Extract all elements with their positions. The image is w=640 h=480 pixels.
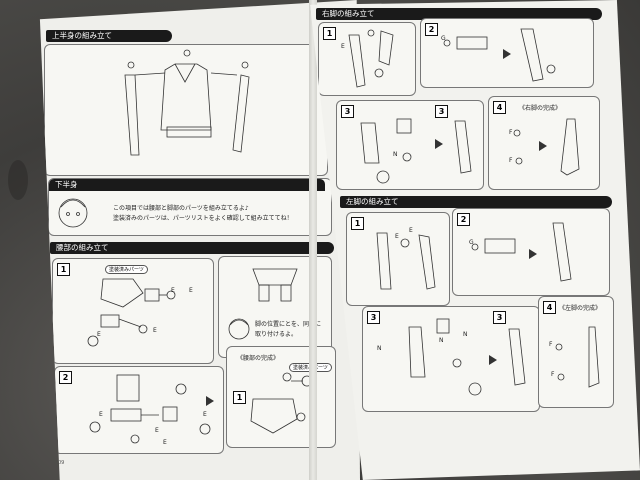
- right-leg-step-1-illustration: [348, 29, 394, 88]
- part-label: E: [409, 227, 413, 234]
- lower-body-note-line-1: この項目では腰部と脚部のパーツを組み立てるよ♪: [113, 205, 249, 212]
- part-label: N: [393, 151, 398, 158]
- part-label: F: [509, 157, 513, 164]
- right-leg-step-2-panel: 2 G: [420, 18, 594, 88]
- part-label: E: [163, 439, 167, 446]
- part-label: E: [155, 427, 159, 434]
- step-number: 3: [493, 311, 506, 324]
- step-number: 1: [57, 263, 70, 276]
- waist-step-1-illustration: [87, 278, 176, 347]
- right-leg-step-4-panel: 4 《右脚の完成》 F F: [488, 96, 600, 190]
- section-header-right-leg: 右脚の組み立て: [316, 8, 602, 20]
- part-label: E: [171, 287, 175, 294]
- waist-complete-panel: 《腰部の完成》 塗装済みパーツ 1: [226, 346, 336, 448]
- step-number: 3: [367, 311, 380, 324]
- waist-tip-line-1: 脚の位置にとを、同時に: [255, 321, 322, 328]
- waist-step-2-panel: 2 E E E E: [54, 366, 224, 454]
- part-label: N: [463, 331, 468, 338]
- arrow-icon: [435, 139, 443, 149]
- part-label: F: [549, 341, 553, 348]
- step-number: 1: [351, 217, 364, 230]
- painted-parts-tag: 塗装済みパーツ: [105, 265, 148, 274]
- section-header-left-leg: 左脚の組み立て: [340, 196, 612, 208]
- left-leg-step-2-panel: 2 G: [452, 208, 610, 296]
- step-number: 1: [233, 391, 246, 404]
- section-header-lower-body: 下半身: [49, 179, 325, 191]
- character-face-icon: [58, 198, 88, 228]
- step-number: 3: [341, 105, 354, 118]
- step-number: 2: [59, 371, 72, 384]
- step-number: 3: [435, 105, 448, 118]
- paint-spot: [8, 160, 28, 200]
- waist-complete-title: 《腰部の完成》: [237, 355, 280, 362]
- waist-tip-line-2: 取り付けるよ。: [255, 331, 298, 338]
- part-label: E: [189, 287, 193, 294]
- right-leg-step-3-panel: 3 3 N: [336, 100, 484, 190]
- arrow-icon: [539, 141, 547, 151]
- part-label: E: [153, 327, 157, 334]
- part-label: E: [341, 43, 345, 50]
- waist-step-1-panel: 1 塗装済みパーツ E E E E: [52, 258, 214, 364]
- waist-step-2-illustration: [89, 374, 211, 444]
- right-page: 右脚の組み立て 1 E 2 G 3 3 N: [310, 0, 640, 480]
- character-face-icon: [228, 318, 250, 340]
- part-label: N: [377, 345, 382, 352]
- section-header-upper-body: 上半身の組み立て: [46, 30, 172, 42]
- left-leg-step-1-panel: 1 E E: [346, 212, 450, 306]
- left-page: 上半身の組み立て 下半身 この項目では腰部と脚部のパーツを組み立てるよ♪ 塗装済…: [39, 0, 360, 480]
- page-number: 09: [58, 460, 65, 466]
- part-label: E: [99, 411, 103, 418]
- part-label: E: [203, 411, 207, 418]
- step-number: 4: [543, 301, 556, 314]
- part-label: E: [395, 233, 399, 240]
- part-label: E: [97, 331, 101, 338]
- left-leg-step-3-illustration: [408, 318, 526, 396]
- right-leg-step-4-illustration: [513, 118, 580, 176]
- left-leg-step-4-illustration: [555, 326, 600, 388]
- lower-body-note-panel: 下半身 この項目では腰部と脚部のパーツを組み立てるよ♪ 塗装済みのパーツは、パー…: [48, 178, 332, 236]
- arrow-icon: [529, 249, 537, 259]
- left-leg-step-4-panel: 4 《左脚の完成》 F F: [538, 296, 614, 408]
- part-label: N: [439, 337, 444, 344]
- step-number: 1: [323, 27, 336, 40]
- arrow-icon: [503, 49, 511, 59]
- waist-complete-illustration: [250, 372, 313, 434]
- left-leg-complete-title: 《左脚の完成》: [559, 305, 602, 312]
- arrow-icon: [206, 396, 214, 406]
- right-leg-step-2-illustration: [443, 28, 556, 82]
- upper-body-panel: [44, 44, 328, 176]
- left-leg-step-2-illustration: [471, 222, 572, 282]
- right-leg-step-3-illustration: [360, 118, 472, 184]
- part-label: F: [509, 129, 513, 136]
- upper-body-illustration: [124, 49, 250, 156]
- step-number: 2: [457, 213, 470, 226]
- lower-body-note-line-2: 塗装済みのパーツは、パーツリストをよく確認して組み立ててね！: [113, 215, 293, 222]
- left-leg-step-3-panel: 3 3 N N N: [362, 306, 540, 412]
- step-number: 4: [493, 101, 506, 114]
- right-leg-complete-title: 《右脚の完成》: [519, 105, 562, 112]
- arrow-icon: [489, 355, 497, 365]
- left-leg-step-1-illustration: [376, 232, 436, 290]
- section-header-waist: 腰部の組み立て: [50, 242, 334, 254]
- waist-tip-illustration: [252, 268, 298, 302]
- right-leg-step-1-panel: 1 E: [318, 22, 416, 96]
- part-label: F: [551, 371, 555, 378]
- part-label: G: [441, 35, 446, 42]
- part-label: G: [469, 239, 474, 246]
- step-number: 2: [425, 23, 438, 36]
- book-spine: [309, 0, 317, 480]
